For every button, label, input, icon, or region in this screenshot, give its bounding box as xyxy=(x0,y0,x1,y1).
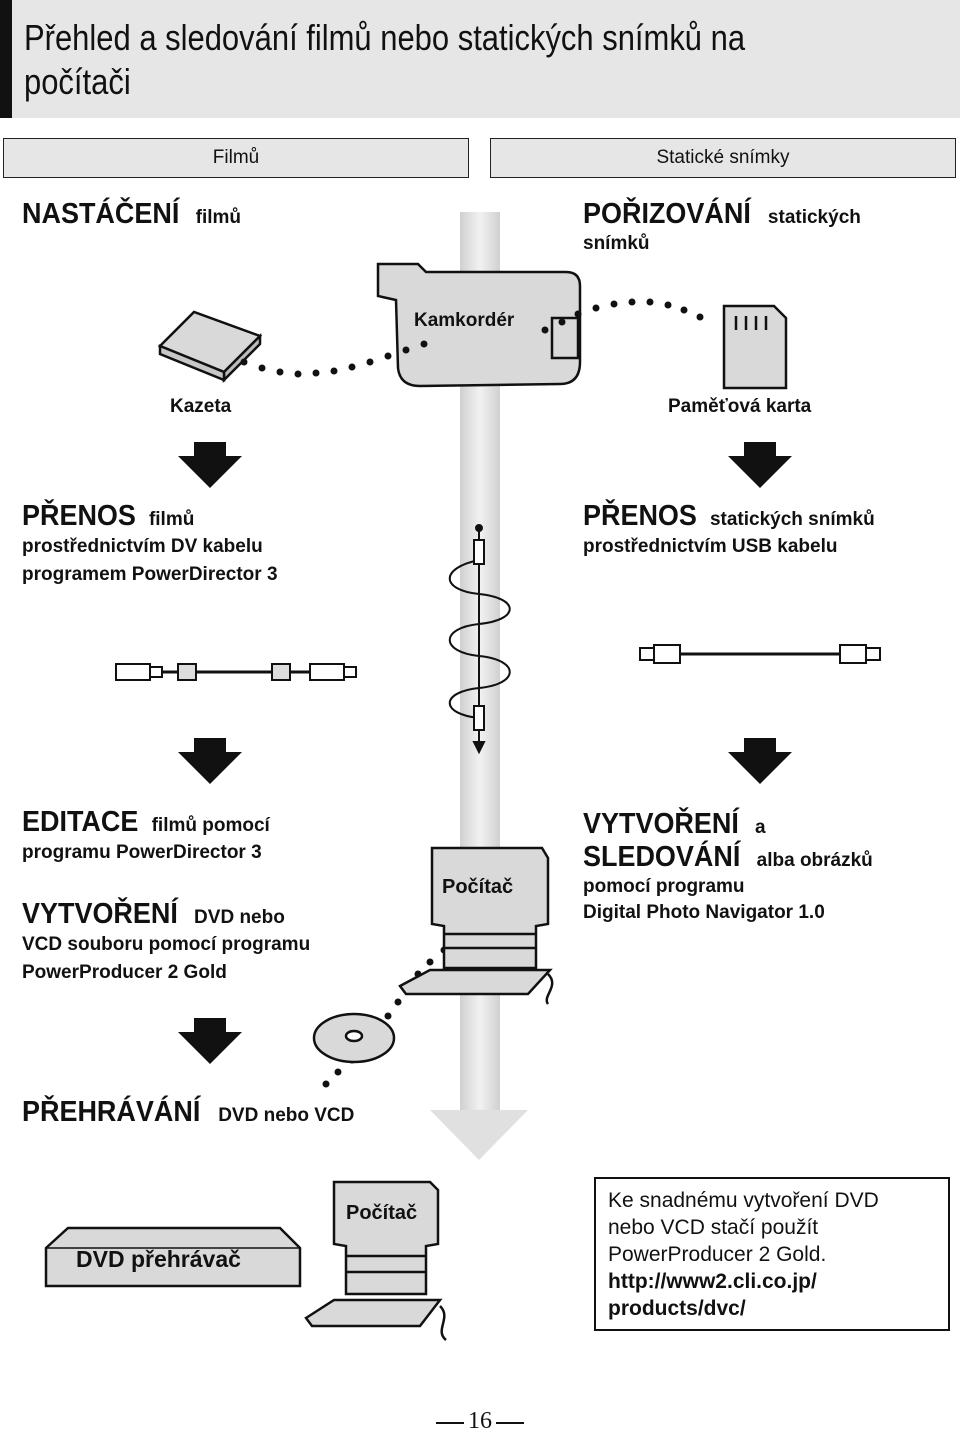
computer-icon xyxy=(304,1180,447,1341)
note-line-2: nebo VCD stačí použít xyxy=(608,1216,819,1239)
note-line-3: PowerProducer 2 Gold. xyxy=(608,1243,827,1266)
transfer-movies-line-2: prostřednictvím DV kabelu xyxy=(22,536,263,557)
edit-block: EDITACE filmů pomocí programu PowerDirec… xyxy=(22,806,422,867)
transfer-stills-line-2: prostřednictvím USB kabelu xyxy=(583,536,838,557)
album-block: VYTVOŘENÍ a SLEDOVÁNÍ alba obrázků pomoc… xyxy=(583,808,953,926)
transfer-stills-small: statických snímků xyxy=(709,509,875,530)
down-arrow-icon xyxy=(178,442,242,488)
transfer-stills-big: PŘENOS xyxy=(583,500,697,532)
page-title-line-2: počítači xyxy=(24,61,131,102)
playback-small: DVD nebo VCD xyxy=(218,1105,355,1126)
down-arrow-icon xyxy=(728,442,792,488)
dv-cable-icon xyxy=(115,663,357,681)
record-movies-heading: NASTÁČENÍ filmů xyxy=(22,198,241,231)
computer-label-2: Počítač xyxy=(346,1202,418,1224)
create-small: DVD nebo xyxy=(194,907,285,928)
column-header-stills: Statické snímky xyxy=(490,138,956,178)
down-arrow-icon xyxy=(728,738,792,784)
create-disc-block: VYTVOŘENÍ DVD nebo VCD souboru pomocí pr… xyxy=(22,898,422,987)
edit-line-2: programu PowerDirector 3 xyxy=(22,842,262,863)
note-box: Ke snadnému vytvoření DVD nebo VCD stačí… xyxy=(594,1177,950,1331)
note-link-line-1[interactable]: http://www2.cli.co.jp/ xyxy=(608,1270,817,1293)
record-movies-big: NASTÁČENÍ xyxy=(22,198,180,230)
disc-icon xyxy=(312,1012,396,1064)
camcorder-label: Kamkordér xyxy=(414,310,515,331)
dvd-player-icon xyxy=(44,1226,302,1288)
transfer-stills-block: PŘENOS statických snímků prostřednictvím… xyxy=(583,500,953,561)
dvd-player-label: DVD přehrávač xyxy=(76,1246,241,1272)
create-line-3: PowerProducer 2 Gold xyxy=(22,962,227,983)
album-line-4: Digital Photo Navigator 1.0 xyxy=(583,902,825,923)
transfer-movies-big: PŘENOS xyxy=(22,500,136,532)
computer-icon xyxy=(398,846,554,1005)
record-stills-small-1: statických xyxy=(767,207,861,228)
memory-card-label: Paměťová karta xyxy=(668,396,812,417)
playback-big: PŘEHRÁVÁNÍ xyxy=(22,1096,201,1128)
album-big-2: SLEDOVÁNÍ xyxy=(583,841,741,873)
down-arrow-icon xyxy=(178,1018,242,1064)
album-small-2: alba obrázků xyxy=(756,850,873,871)
page-title-line-1: Přehled a sledování filmů nebo statickýc… xyxy=(24,17,746,58)
note-line-1: Ke snadnému vytvoření DVD xyxy=(608,1189,879,1212)
album-line-3: pomocí programu xyxy=(583,876,745,897)
memory-card-icon xyxy=(722,304,788,390)
usb-cable-icon xyxy=(639,644,881,664)
page-number: 16 xyxy=(468,1408,492,1434)
record-stills-heading: POŘIZOVÁNÍ statických snímků xyxy=(583,198,943,255)
edit-small: filmů pomocí xyxy=(151,815,270,836)
album-big-1: VYTVOŘENÍ xyxy=(583,808,739,840)
cassette-label: Kazeta xyxy=(170,396,232,417)
column-header-movies: Filmů xyxy=(3,138,469,178)
transfer-movies-line-3: programem PowerDirector 3 xyxy=(22,564,278,585)
note-link-line-2[interactable]: products/dvc/ xyxy=(608,1297,746,1320)
edit-big: EDITACE xyxy=(22,806,139,838)
computer-label-1: Počítač xyxy=(442,876,514,898)
coiled-cable-icon xyxy=(448,524,511,755)
record-stills-small-2: snímků xyxy=(583,233,650,254)
title-bar xyxy=(0,0,960,118)
down-arrow-icon xyxy=(178,738,242,784)
create-line-2: VCD souboru pomocí programu xyxy=(22,934,311,955)
page-title: Přehled a sledování filmů nebo statickýc… xyxy=(24,16,798,104)
column-header-movies-label: Filmů xyxy=(212,147,260,168)
record-stills-big: POŘIZOVÁNÍ xyxy=(583,198,751,230)
album-small-1: a xyxy=(755,817,766,838)
record-movies-small: filmů xyxy=(195,207,242,228)
playback-heading: PŘEHRÁVÁNÍ DVD nebo VCD xyxy=(22,1096,462,1129)
cassette-icon xyxy=(157,310,263,384)
page-number-dash-right xyxy=(496,1422,524,1424)
title-accent-bar xyxy=(0,0,12,118)
transfer-movies-small: filmů xyxy=(148,509,195,530)
page-number-dash-left xyxy=(436,1422,464,1424)
column-header-stills-label: Statické snímky xyxy=(656,147,790,168)
transfer-movies-block: PŘENOS filmů prostřednictvím DV kabelu p… xyxy=(22,500,422,589)
create-big: VYTVOŘENÍ xyxy=(22,898,178,930)
camcorder-icon xyxy=(376,262,582,388)
